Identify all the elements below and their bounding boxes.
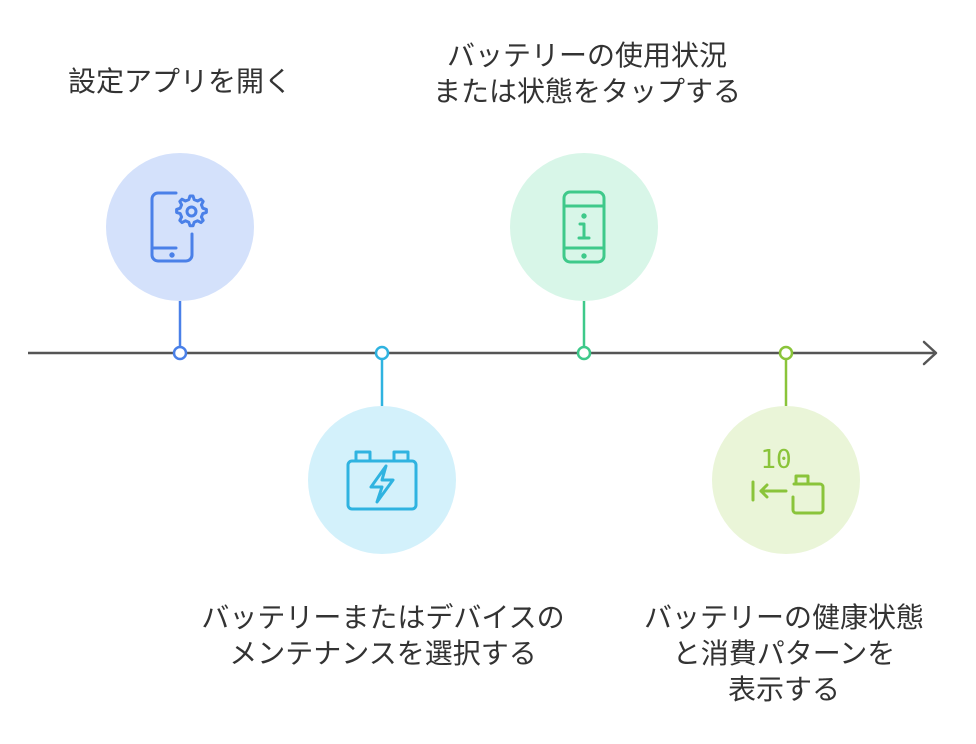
battery-bolt-icon [346, 450, 418, 511]
step-4-label-line-1: バッテリーの健康状態 [643, 601, 924, 634]
step-2-label: バッテリーまたはデバイスの メンテナンスを選択する [168, 600, 598, 672]
timeline-step-3 [510, 153, 658, 361]
battery-level-icon-text: 10 [760, 445, 791, 475]
step-4-label-line-3: 表示する [727, 673, 840, 706]
step-2-label-line-1: バッテリーまたはデバイスの [201, 601, 565, 634]
step-3-label-line-1: バッテリーの使用状況 [446, 39, 727, 72]
step-3-marker [576, 345, 592, 361]
step-2-marker [374, 345, 390, 361]
step-4-marker [778, 345, 794, 361]
step-1-label: 設定アプリを開く [40, 64, 320, 100]
phone-info-icon [562, 190, 606, 264]
timeline-step-1 [106, 153, 254, 361]
step-3-label: バッテリーの使用状況 または状態をタップする [392, 38, 782, 110]
battery-level-icon: 10 [751, 445, 825, 515]
step-3-label-line-2: または状態をタップする [432, 75, 741, 108]
timeline-step-4: 10 [712, 345, 860, 554]
phone-settings-icon [150, 191, 208, 263]
timeline-arrowhead-icon [922, 340, 938, 366]
timeline-step-2 [308, 345, 456, 554]
step-2-label-line-2: メンテナンスを選択する [229, 637, 537, 670]
step-4-circle [712, 406, 860, 554]
step-1-circle [106, 153, 254, 301]
step-4-label: バッテリーの健康状態 と消費パターンを 表示する [614, 600, 954, 708]
step-1-marker [172, 345, 188, 361]
step-1-label-line-1: 設定アプリを開く [67, 65, 292, 98]
step-4-label-line-2: と消費パターンを [672, 637, 896, 670]
